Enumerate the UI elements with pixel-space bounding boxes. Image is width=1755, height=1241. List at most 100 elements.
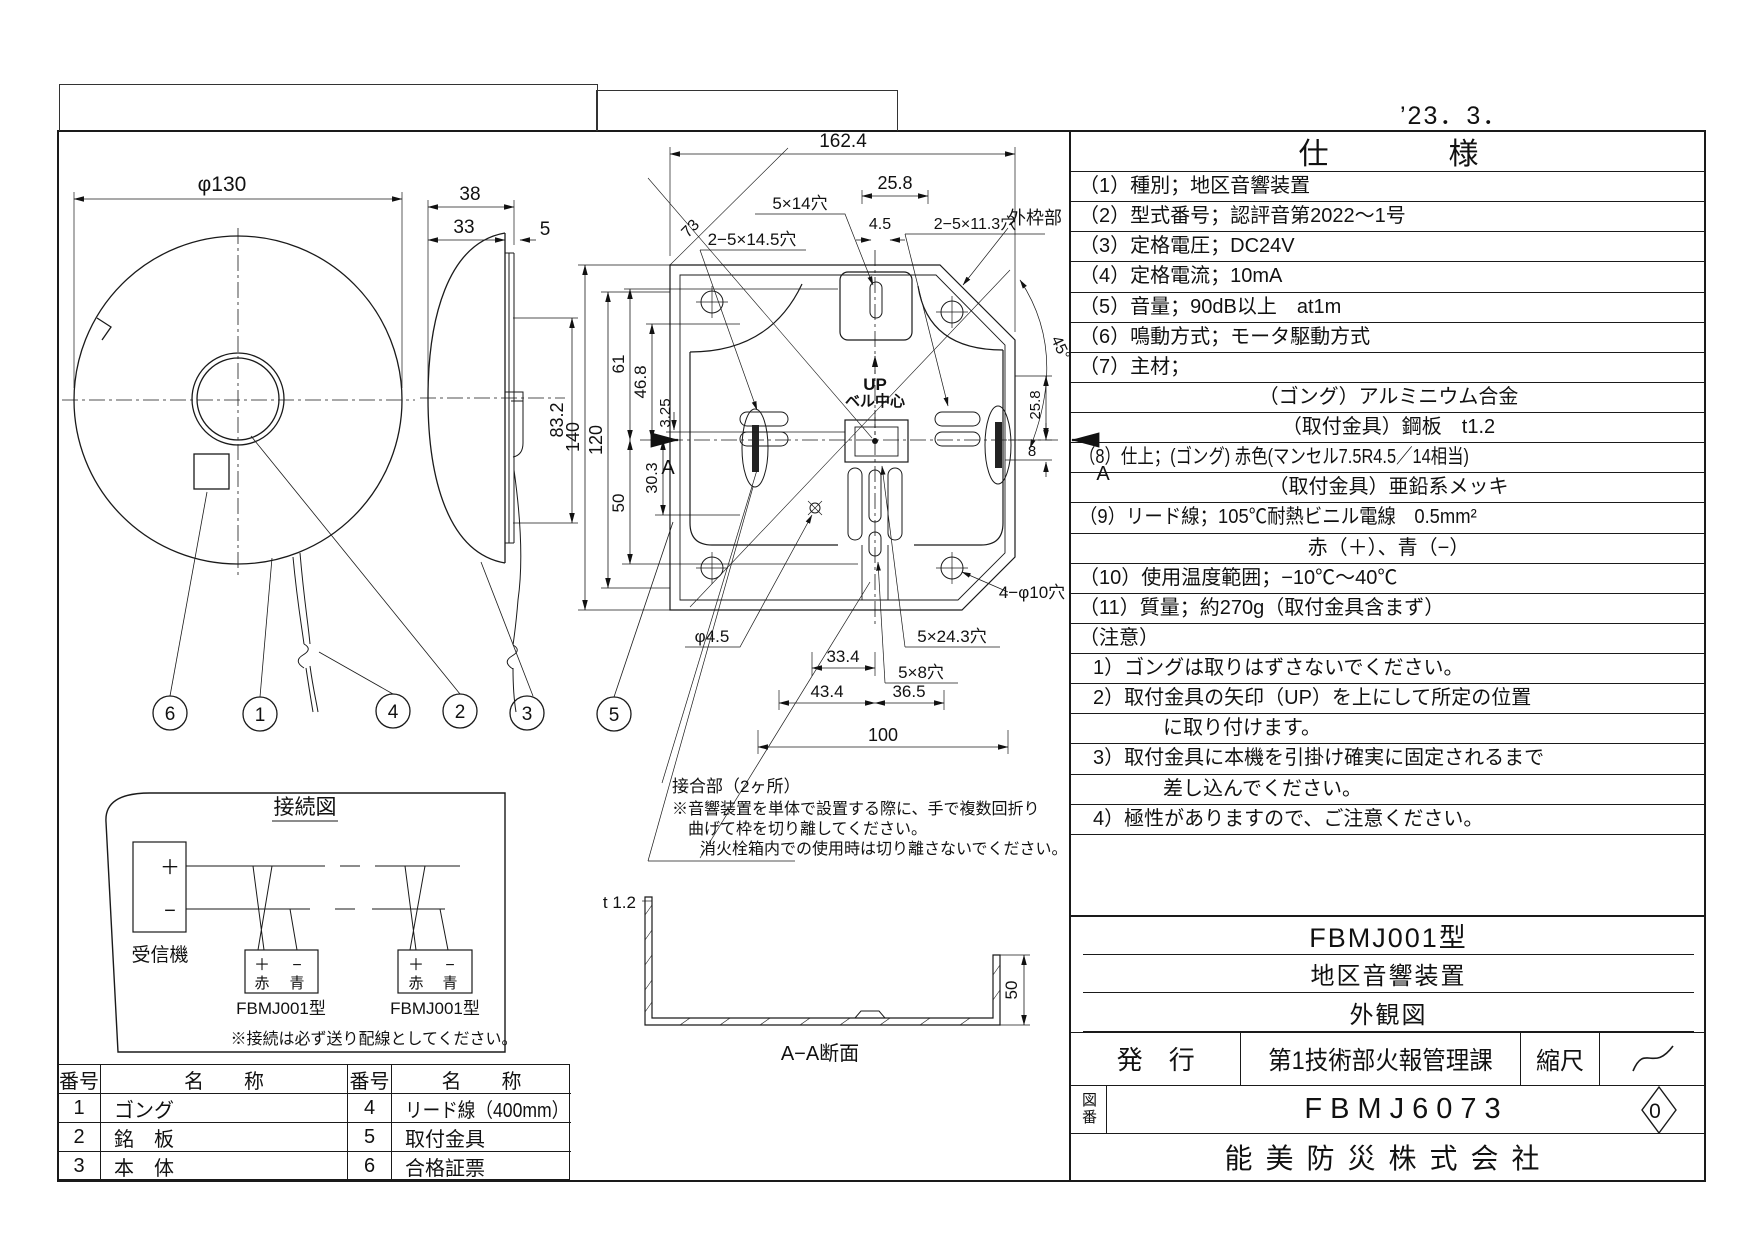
device2-blue: 青 [442, 975, 457, 992]
part-no: 4 [348, 1094, 392, 1123]
spec-row: （注意） [1071, 624, 1706, 654]
dim-5: 5 [540, 219, 551, 240]
revision-diamond: 0 [1640, 1085, 1678, 1143]
doc-type: 外観図 [1071, 993, 1706, 1032]
issue-label: 発 行 [1071, 1032, 1242, 1085]
label-4-phi10-hole: 4−φ10穴 [999, 583, 1065, 602]
device1-minus: − [292, 957, 301, 974]
device2-red: 赤 [408, 975, 423, 992]
parts-table: 番号 名 称 番号 名 称 1 ゴング 4 リード線（400mm） 2 銘 板 … [57, 1064, 571, 1181]
spec-title: 仕 様 [1071, 130, 1706, 172]
dim-phi4-5: φ4.5 [695, 627, 730, 646]
spec-row: 差し込んでください。 [1071, 775, 1706, 805]
spec-table: 仕 様 （1）種別；地区音響装置 （2）型式番号；認評音第2022〜1号 （3）… [1069, 130, 1706, 1180]
issue-row: 発 行 第1技術部火報管理課 縮尺 [1071, 1031, 1706, 1085]
section-view [642, 896, 1030, 1026]
parts-header: 番号 [348, 1065, 392, 1094]
part-name: ゴング [101, 1094, 348, 1123]
device1-plus: ＋ [254, 957, 270, 974]
joint-note-line3: 消火栓箱内での使用時は切り離さないでください。 [700, 840, 1068, 858]
parts-header: 番号 [58, 1065, 101, 1094]
label-5x14-hole: 5×14穴 [772, 194, 827, 213]
joint-note-line1: ※音響装置を単体で設置する際に、手で複数回折り [672, 800, 1040, 818]
spec-row: 2）取付金具の矢印（UP）を上にして所定の位置 [1071, 684, 1706, 715]
section-marker-a-left: A [661, 457, 675, 479]
callout-1: 1 [255, 705, 266, 726]
section-dim-50: 50 [1002, 981, 1021, 1000]
spec-row: （取付金具）鋼板 t1.2 [1071, 413, 1706, 444]
device1-red: 赤 [254, 975, 269, 992]
part-no: 6 [348, 1152, 392, 1181]
spec-row: 4）極性がありますので、ご注意ください。 [1071, 805, 1706, 835]
part-name: 合格証票 [405, 1158, 485, 1180]
issue-dept: 第1技術部火報管理課 [1241, 1032, 1521, 1085]
section-marker-a-right: A [1096, 463, 1110, 485]
dim-46-8: 46.8 [631, 365, 650, 398]
gong-side-view [420, 200, 578, 713]
model-number: FBMJ001型 [1071, 914, 1706, 955]
scale-none-symbol [1600, 1033, 1706, 1085]
dim-8-right: 8 [1028, 443, 1036, 460]
dim-140: 140 [563, 422, 583, 452]
callout-4: 4 [388, 702, 399, 723]
dim-3-25: 3.25 [657, 398, 674, 427]
spec-row: （4）定格電流；10mA [1071, 262, 1706, 293]
callout-6: 6 [165, 704, 176, 725]
bracket-view [578, 147, 1100, 862]
label-2-5x11-3-hole: 2−5×11.3穴 [934, 215, 1016, 233]
section-thickness: t 1.2 [603, 893, 636, 912]
bell-center-label: ベル中心 [845, 392, 905, 410]
revision-box-left [59, 84, 598, 131]
company-name: 能美防災株式会社 [1071, 1132, 1706, 1180]
parts-header: 名 称 [101, 1065, 348, 1094]
up-label: UP [863, 375, 887, 394]
spec-row: （1）種別；地区音響装置 [1071, 172, 1706, 203]
device2-label: FBMJ001型 [390, 999, 480, 1018]
spec-row: （11）質量；約270g（取付金具含まず） [1071, 594, 1706, 624]
date-note: ’23．3． [1400, 102, 1510, 130]
dim-33-4: 33.4 [826, 647, 859, 666]
label-5x24-3-hole: 5×24.3穴 [917, 627, 986, 646]
spec-row: に取り付けます。 [1071, 714, 1706, 745]
receiver-plus: ＋ [160, 857, 180, 879]
connection-note: ※接続は必ず送り配線としてください。 [230, 1030, 517, 1048]
connection-diagram [105, 792, 506, 1053]
spec-row: （5）音量；90dB以上 at1m [1071, 293, 1706, 323]
part-no: 5 [348, 1123, 392, 1152]
spec-row: （7）主材； [1071, 353, 1706, 383]
spec-row: （2）型式番号；認評音第2022〜1号 [1071, 202, 1706, 233]
revision-box-right [596, 90, 898, 131]
sheet-border [57, 130, 1706, 1182]
product-name: 地区音響装置 [1071, 955, 1706, 993]
part-name: 取付金具 [392, 1123, 571, 1152]
receiver-minus: − [164, 900, 176, 922]
dim-61: 61 [609, 355, 628, 374]
callout-2: 2 [455, 702, 466, 723]
spec-row: （取付金具）亜鉛系メッキ [1071, 473, 1706, 504]
device2-minus: − [445, 957, 454, 974]
spec-row: 赤（＋）、青（−） [1071, 534, 1706, 564]
spec-row: （8）仕上；(ゴング) 赤色(マンセル7.5R4.5／14相当) [1071, 443, 1706, 474]
section-label: A−A断面 [781, 1042, 859, 1065]
dim-33: 33 [453, 217, 474, 238]
spec-row: （ゴング）アルミニウム合金 [1071, 383, 1706, 413]
dim-phi130: φ130 [198, 173, 247, 196]
part-no: 3 [58, 1152, 101, 1181]
drawing-number-row: 図番 FBMJ6073 0 [1071, 1084, 1706, 1134]
scale-label: 縮尺 [1521, 1032, 1601, 1085]
device2-plus: ＋ [408, 957, 424, 974]
receiver-label: 受信機 [131, 944, 188, 966]
dim-50-left: 50 [609, 494, 628, 513]
dim-43-4: 43.4 [810, 682, 843, 701]
spec-row: （9）リード線；105℃耐熱ビニル電線 0.5mm² [1071, 503, 1706, 534]
part-name: 本 体 [101, 1152, 348, 1181]
dim-83-2: 83.2 [547, 402, 567, 437]
label-5x8-hole: 5×8穴 [898, 663, 944, 682]
spec-row: （6）鳴動方式；モータ駆動方式 [1071, 323, 1706, 353]
spec-row: （10）使用温度範囲；−10℃〜40℃ [1071, 564, 1706, 594]
dim-25-8-right: 25.8 [1027, 390, 1044, 419]
dim-162-4: 162.4 [819, 131, 867, 152]
part-name: リード線（400mm） [392, 1094, 571, 1123]
dim-45deg: 45° [1047, 334, 1073, 363]
